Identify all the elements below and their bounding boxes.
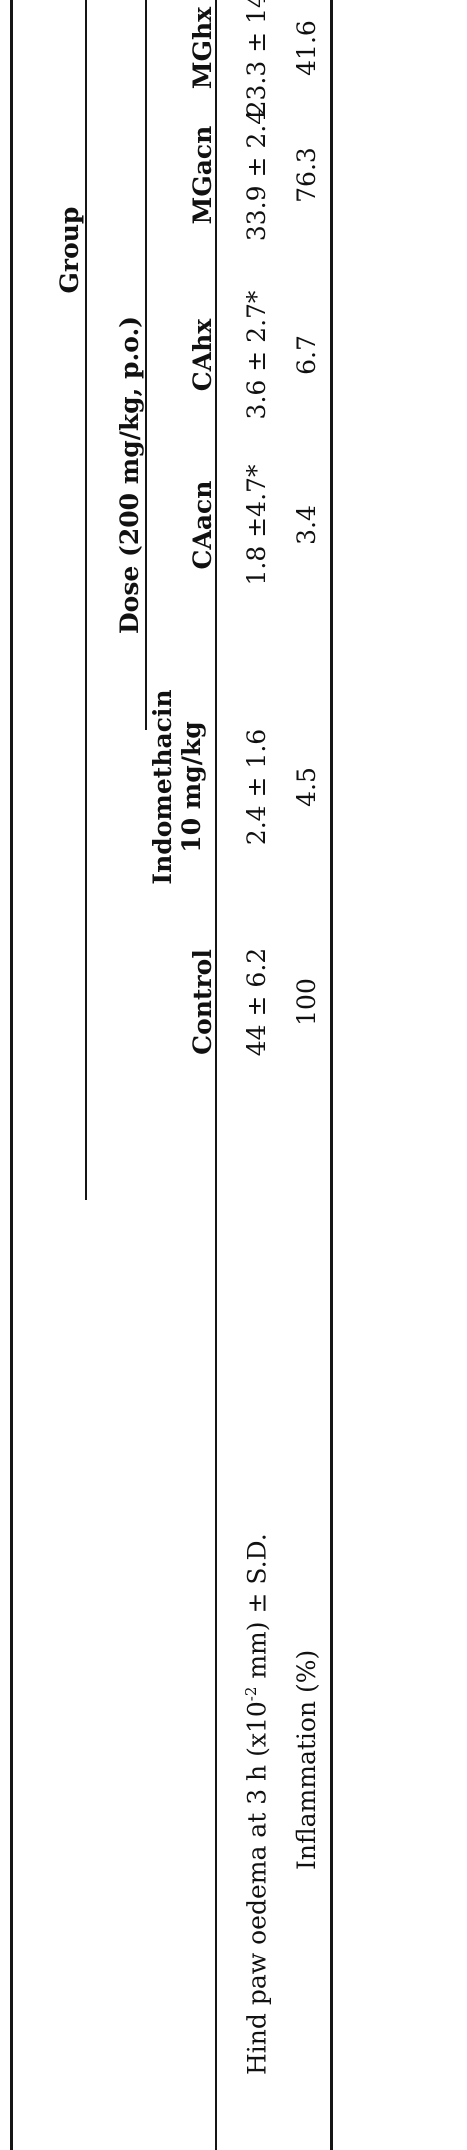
bottom-rule — [330, 0, 333, 2150]
cell-inflammation-control: 100 — [292, 978, 321, 1026]
cell-inflammation-cahx: 6.7 — [292, 335, 321, 375]
row-label-oedema: Hind paw oedema at 3 h (x10-2 mm) ± S.D. — [242, 1533, 271, 2075]
cell-oedema-mghx: 23.3 ± 14* — [242, 0, 271, 117]
cell-oedema-control: 44 ± 6.2 — [242, 947, 271, 1057]
group-rule — [85, 0, 87, 1200]
cell-inflammation-mghx: 41.6 — [292, 20, 321, 76]
dose-rule — [145, 0, 147, 730]
column-header-indomethacin-line1: Indomethacin — [148, 689, 177, 885]
top-rule — [10, 0, 13, 2150]
cell-inflammation-indomethacin: 4.5 — [292, 767, 321, 807]
cell-oedema-indomethacin: 2.4 ± 1.6 — [242, 728, 271, 846]
group-header: Group — [55, 206, 84, 294]
column-header-control: Control — [188, 949, 217, 1055]
column-header-indomethacin-line2: 10 mg/kg — [177, 721, 206, 853]
row-label-inflammation: Inflammation (%) — [292, 1649, 321, 1870]
column-header-indomethacin: Indomethacin 10 mg/kg — [148, 677, 206, 897]
row-label-oedema-tail: mm) ± S.D. — [242, 1533, 272, 1687]
cell-inflammation-mgacn: 76.3 — [292, 147, 321, 203]
cell-oedema-cahx: 3.6 ± 2.7* — [242, 290, 271, 420]
row-label-oedema-superscript: -2 — [242, 1686, 260, 1702]
row-label-oedema-main: Hind paw oedema at 3 h (x10 — [242, 1701, 272, 2075]
cell-inflammation-caacn: 3.4 — [292, 505, 321, 545]
column-header-mgacn: MGacn — [188, 125, 217, 225]
column-header-caacn: CAacn — [188, 480, 217, 570]
dose-header: Dose (200 mg/kg, p.o.) — [115, 316, 144, 634]
cell-oedema-caacn: 1.8 ±4.7* — [242, 464, 271, 586]
column-header-cahx: CAhx — [188, 318, 217, 392]
column-header-mghx: MGhx — [188, 6, 217, 90]
